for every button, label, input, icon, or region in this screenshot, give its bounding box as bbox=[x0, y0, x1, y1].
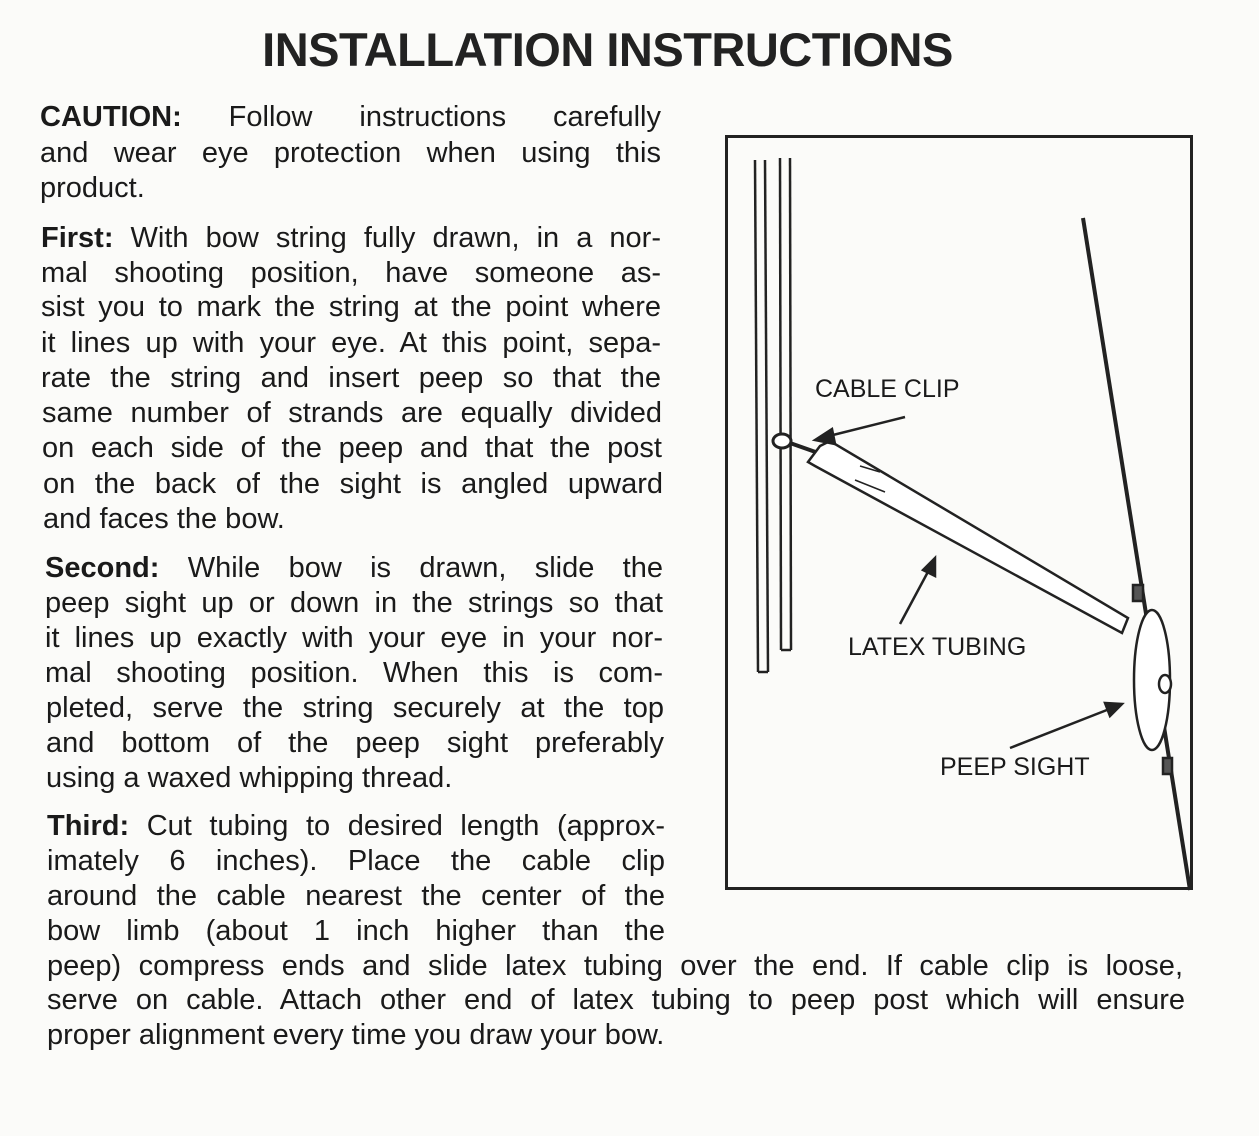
cable-clip-label: CABLE CLIP bbox=[815, 375, 960, 403]
first-heading: First: bbox=[41, 222, 114, 254]
page-title: INSTALLATION INSTRUCTIONS bbox=[262, 23, 953, 76]
latex-tubing-label: LATEX TUBING bbox=[848, 633, 1027, 661]
text: Cut tubing to desired length (approx- bbox=[129, 810, 665, 842]
first-line: sist you to mark the string at the point… bbox=[41, 291, 661, 323]
latex-tubing bbox=[806, 439, 1130, 635]
second-heading: Second: bbox=[45, 552, 160, 584]
third-line: around the cable nearest the center of t… bbox=[47, 880, 665, 912]
diagram-frame bbox=[725, 135, 1193, 890]
third-line: peep) compress ends and slide latex tubi… bbox=[47, 950, 1183, 982]
peep-sight-label: PEEP SIGHT bbox=[940, 753, 1090, 781]
third-line: Third: Cut tubing to desired length (app… bbox=[47, 809, 665, 843]
arrow-icon bbox=[811, 415, 1125, 750]
second-line: using a waxed whipping thread. bbox=[46, 762, 453, 794]
bow-cable bbox=[753, 157, 793, 674]
third-line: bow limb (about 1 inch higher than the bbox=[47, 915, 665, 947]
second-line: Second: While bow is drawn, slide the bbox=[45, 551, 663, 585]
second-line: mal shooting position. When this is com- bbox=[45, 657, 663, 689]
third-line: proper alignment every time you draw you… bbox=[47, 1019, 665, 1051]
third-heading: Third: bbox=[47, 810, 130, 842]
second-line: peep sight up or down in the strings so … bbox=[45, 587, 663, 619]
first-line: on each side of the peep and that the po… bbox=[42, 432, 662, 464]
second-line: pleted, serve the string securely at the… bbox=[46, 692, 664, 724]
first-line: it lines up with your eye. At this point… bbox=[41, 327, 661, 359]
first-line: mal shooting position, have someone as- bbox=[41, 257, 661, 289]
first-line: rate the string and insert peep so that … bbox=[41, 362, 661, 394]
second-line: it lines up exactly with your eye in you… bbox=[45, 622, 663, 654]
caution-line: and wear eye protection when using this bbox=[40, 137, 661, 169]
bow-string bbox=[1081, 217, 1192, 891]
third-line: imately 6 inches). Place the cable clip bbox=[47, 845, 665, 877]
text: With bow string fully drawn, in a nor- bbox=[113, 222, 661, 254]
first-line: on the back of the sight is angled upwar… bbox=[43, 468, 663, 500]
caution-line: product. bbox=[40, 172, 145, 204]
first-line: and faces the bow. bbox=[43, 503, 285, 535]
first-line: same number of strands are equally divid… bbox=[42, 397, 662, 429]
text: Follow instructions carefully bbox=[181, 101, 661, 133]
third-line: serve on cable. Attach other end of late… bbox=[47, 984, 1185, 1016]
text: While bow is drawn, slide the bbox=[159, 552, 663, 584]
first-line: First: With bow string fully drawn, in a… bbox=[41, 221, 661, 255]
peep-sight-icon bbox=[1131, 583, 1174, 776]
caution-heading: CAUTION: bbox=[40, 101, 182, 133]
caution-line: CAUTION: Follow instructions carefully bbox=[40, 100, 661, 134]
second-line: and bottom of the peep sight preferably bbox=[46, 727, 664, 759]
